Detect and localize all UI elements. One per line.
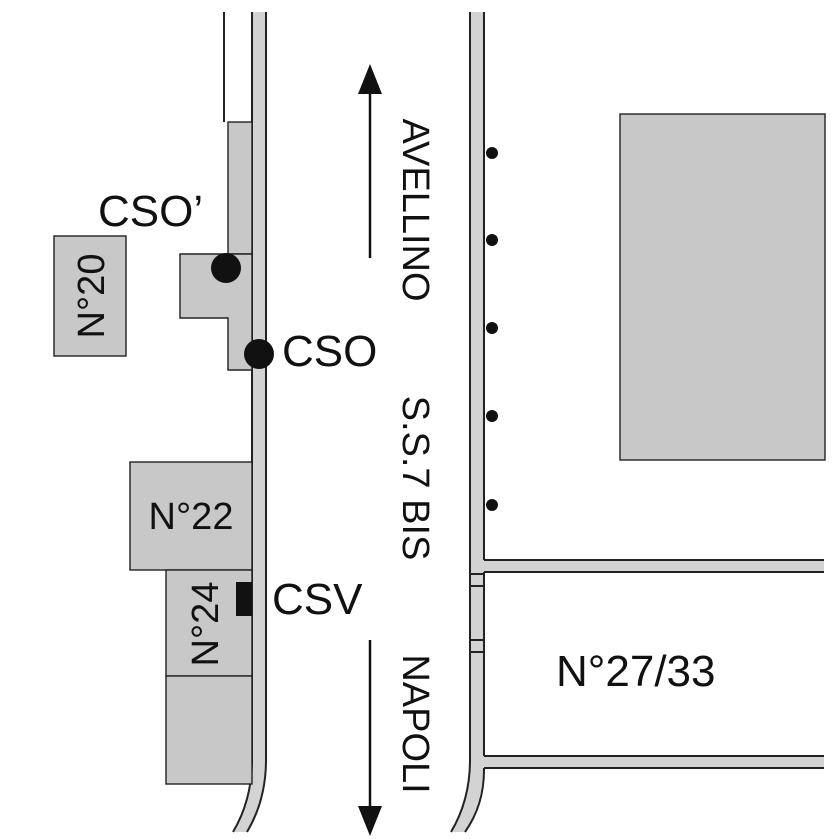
right-sidewalk-dots <box>486 147 498 511</box>
point-label-cso-prime: CSO’ <box>98 187 203 236</box>
building-label-n22: N°22 <box>149 496 234 538</box>
side-street-lower <box>484 755 824 769</box>
arrow-north <box>358 64 382 258</box>
side-street-upper <box>484 559 824 573</box>
road-name-label: S.S.7 BIS <box>394 396 436 561</box>
lot-upper-gray <box>227 121 253 255</box>
point-label-cso: CSO <box>282 327 377 376</box>
point-label-csv: CSV <box>272 575 363 624</box>
left-lots <box>179 12 253 371</box>
direction-label-napoli: NAPOLI <box>394 654 436 793</box>
sidewalk-dot <box>486 322 498 334</box>
building-lower-left <box>165 675 253 785</box>
direction-label-avellino: AVELLINO <box>394 118 436 301</box>
cso-marker <box>244 339 274 369</box>
building-n20 <box>53 235 127 357</box>
sidewalk-dot <box>486 499 498 511</box>
building-cso-prime <box>179 253 253 371</box>
building-label-n20: N°20 <box>71 254 113 339</box>
building-large-right <box>619 113 826 461</box>
right-sidewalk <box>450 12 485 833</box>
sidewalk-dot <box>486 147 498 159</box>
csv-marker <box>236 582 252 616</box>
cso-prime-marker <box>211 253 241 283</box>
building-label-n27-33: N°27/33 <box>556 647 715 696</box>
sidewalk-dot <box>486 410 498 422</box>
building-n22 <box>129 461 253 571</box>
arrow-south <box>358 640 382 836</box>
building-label-n24: N°24 <box>185 582 227 667</box>
sidewalk-dot <box>486 234 498 246</box>
